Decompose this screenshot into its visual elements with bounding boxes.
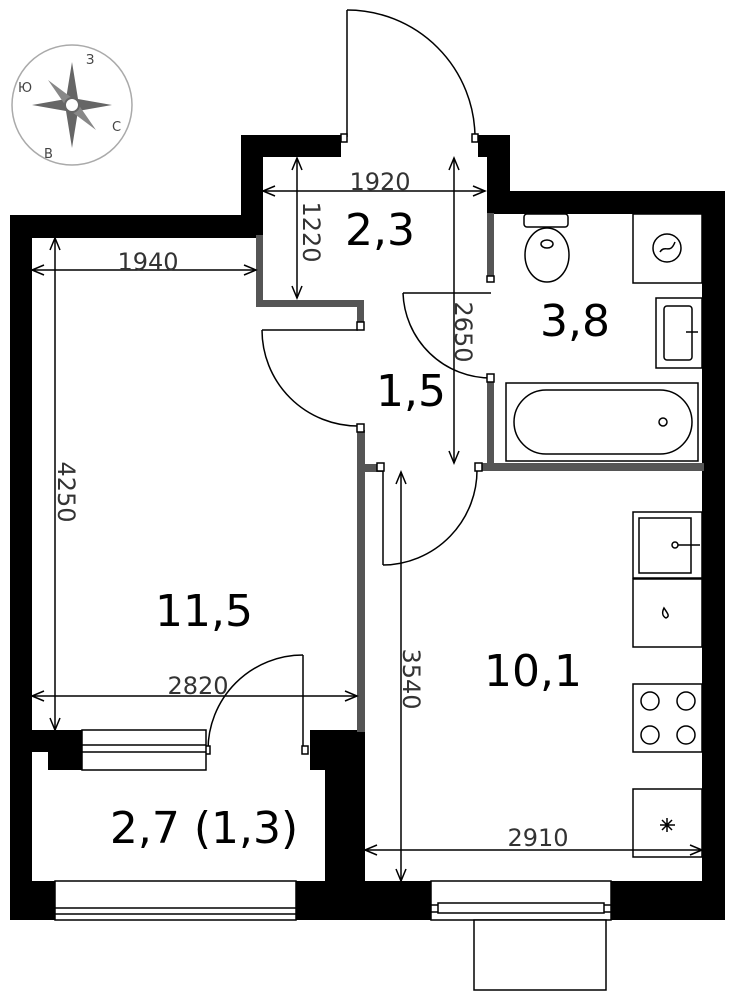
partition-bedroom-stub bbox=[365, 464, 383, 472]
area-bathroom: 3,8 bbox=[540, 296, 610, 347]
dishwasher-icon bbox=[632, 578, 703, 648]
door-kitchen bbox=[376, 462, 483, 566]
door-balcony bbox=[203, 654, 309, 755]
dim-hall-depth: 1220 bbox=[297, 201, 325, 262]
toilet-icon bbox=[523, 213, 570, 283]
kitchen-fixtures bbox=[632, 511, 703, 858]
dim-bedroom-full-width: 2820 bbox=[167, 672, 228, 700]
wall-balcony-jamb-right bbox=[310, 730, 325, 770]
wall-bottom-right bbox=[611, 881, 725, 920]
compass-letter-east: С bbox=[112, 120, 121, 135]
area-hall-upper: 2,3 bbox=[345, 205, 415, 256]
partition-hall-bottom-stub bbox=[357, 300, 364, 330]
compass-letter-west: Ю bbox=[18, 81, 32, 96]
bathroom-fixtures bbox=[505, 213, 703, 462]
window-balcony bbox=[54, 880, 297, 921]
dim-bedroom-length: 4250 bbox=[52, 461, 80, 522]
wall-hall-left bbox=[241, 135, 263, 238]
dim-kitchen-length: 3540 bbox=[397, 648, 425, 709]
door-bathroom bbox=[402, 275, 495, 383]
wall-left bbox=[10, 215, 32, 920]
washing-machine-icon bbox=[632, 213, 703, 284]
dim-bedroom-width: 1940 bbox=[117, 248, 178, 276]
partition-hall-left-upper bbox=[256, 235, 263, 307]
dim-hall-width: 1920 bbox=[349, 168, 410, 196]
partition-bath-left-lower bbox=[487, 380, 494, 465]
window-bedroom-balcony bbox=[81, 729, 207, 771]
interior-partitions bbox=[256, 213, 704, 732]
fridge-icon bbox=[632, 788, 703, 858]
compass: З С В Ю bbox=[11, 44, 133, 166]
dimension-lines bbox=[30, 156, 704, 883]
washbasin-icon bbox=[655, 297, 703, 369]
compass-letter-south: В bbox=[44, 147, 53, 162]
wall-bedroom-top bbox=[10, 215, 262, 238]
kitchen-sink-icon bbox=[632, 511, 703, 579]
partition-bath-left-upper bbox=[487, 213, 494, 279]
window-kitchen bbox=[430, 880, 612, 991]
dim-kitchen-width: 2910 bbox=[507, 824, 568, 852]
windows bbox=[54, 729, 612, 991]
compass-ring bbox=[11, 44, 133, 166]
room-areas: 2,3 3,8 1,5 11,5 10,1 2,7 (1,3) bbox=[110, 205, 610, 854]
area-bedroom: 11,5 bbox=[155, 586, 253, 637]
exterior-walls bbox=[10, 135, 725, 920]
area-kitchen: 10,1 bbox=[484, 646, 582, 697]
compass-letter-north: З bbox=[86, 53, 94, 68]
wall-bottom-mid bbox=[296, 881, 431, 920]
wall-bottom-left bbox=[10, 881, 55, 920]
stove-icon bbox=[632, 683, 703, 753]
partition-hall-bottom bbox=[256, 300, 364, 307]
door-bedroom bbox=[261, 321, 365, 433]
wall-bath-top bbox=[487, 191, 725, 214]
area-hall-lower: 1,5 bbox=[376, 366, 446, 417]
bathtub-icon bbox=[505, 382, 699, 462]
area-balcony: 2,7 (1,3) bbox=[110, 803, 298, 854]
partition-bath-bottom bbox=[479, 463, 704, 471]
dimension-labels: 1920 1220 2650 1940 4250 2820 3540 2910 bbox=[52, 168, 569, 852]
wall-balcony-mid bbox=[325, 730, 365, 885]
wall-balcony-jamb-left bbox=[48, 730, 82, 770]
dim-hall-length: 2650 bbox=[449, 301, 477, 362]
partition-bedroom-kitchen bbox=[357, 430, 365, 732]
wall-hall-top-left bbox=[241, 135, 341, 157]
doors bbox=[203, 9, 495, 755]
compass-center bbox=[64, 97, 80, 113]
wall-right bbox=[702, 191, 725, 920]
door-entrance bbox=[340, 9, 479, 143]
